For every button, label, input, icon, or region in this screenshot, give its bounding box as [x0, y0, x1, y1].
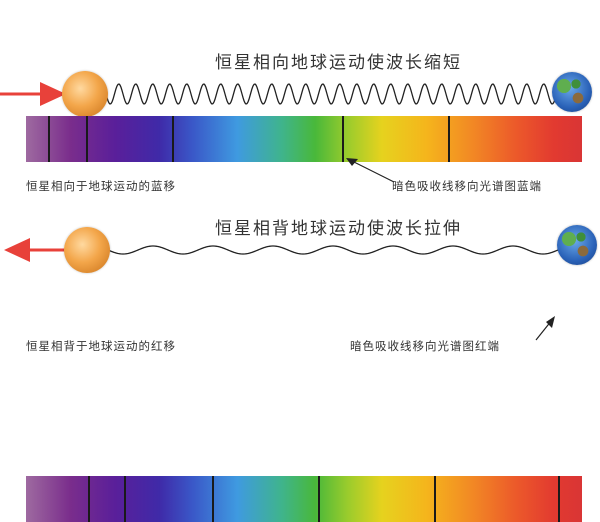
absorption-line — [342, 116, 344, 162]
spectrum-bar-redshift — [26, 476, 582, 522]
star-icon — [64, 227, 110, 273]
absorption-line — [448, 116, 450, 162]
redshift-caption: 恒星相背于地球运动的红移 — [26, 339, 176, 353]
absorption-line — [434, 476, 436, 522]
absorption-line — [48, 116, 50, 162]
stretched-wave — [107, 245, 561, 255]
spectrum-bar-blueshift — [26, 116, 582, 162]
absorption-line — [88, 476, 90, 522]
absorption-line — [124, 476, 126, 522]
absorption-line — [86, 116, 88, 162]
blueshift-title: 恒星相向地球运动使波长缩短 — [215, 53, 462, 73]
arrow-left-outgoing-icon — [4, 238, 70, 262]
redshift-title: 恒星相背地球运动使波长拉伸 — [215, 219, 462, 239]
pointer-arrow — [346, 158, 395, 183]
absorption-line-blue-caption: 暗色吸收线移向光谱图蓝端 — [392, 179, 542, 193]
pointer-arrow — [535, 316, 555, 341]
absorption-line-red-caption: 暗色吸收线移向光谱图红端 — [350, 339, 500, 353]
blueshift-panel: 恒星相向地球运动使波长缩短 恒星相向于地球运动的蓝移 暗色吸收线移向光谱图蓝端 — [0, 0, 600, 200]
absorption-line — [172, 116, 174, 162]
star-icon — [62, 71, 108, 117]
absorption-line — [318, 476, 320, 522]
absorption-line — [212, 476, 214, 522]
earth-icon — [552, 72, 592, 112]
blueshift-caption: 恒星相向于地球运动的蓝移 — [26, 179, 176, 193]
absorption-line — [558, 476, 560, 522]
arrow-left-incoming-icon — [0, 82, 66, 106]
compressed-wave — [105, 83, 557, 105]
earth-icon — [557, 225, 597, 265]
redshift-panel: 恒星相背地球运动使波长拉伸 恒星相背于地球运动的红移 暗色吸收线移向光谱图红端 — [0, 200, 600, 522]
